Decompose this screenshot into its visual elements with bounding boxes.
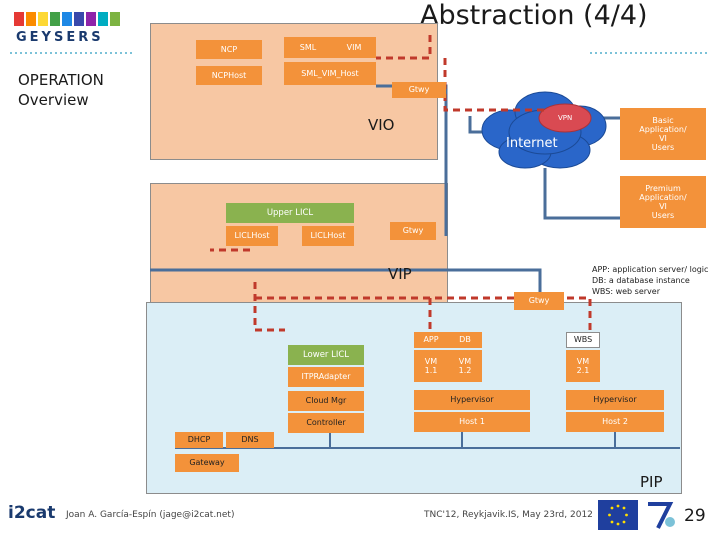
fp7-logo-icon	[644, 500, 678, 530]
gateway-box: Gateway	[175, 454, 239, 472]
dashed-vip-upper	[210, 226, 252, 252]
lower-licl-box: Lower LICL	[288, 345, 364, 365]
abbreviation-legend: APP: application server/ logic DB: a dat…	[592, 264, 720, 297]
wbs-label: WBS	[566, 332, 600, 348]
db-label: DB	[448, 332, 482, 348]
vm-1-1-box: VM 1.1	[414, 350, 448, 382]
line-vip-to-gtwy	[150, 268, 542, 298]
ncphost-box: NCPHost	[196, 66, 262, 85]
line-internet-to-premium	[543, 168, 620, 220]
vpn-label: VPN	[558, 114, 573, 122]
liclhost-box-2: LICLHost	[302, 226, 354, 246]
footer-author: Joan A. García-Espín (jage@i2cat.net)	[66, 510, 235, 520]
section-title: OPERATION Overview	[18, 71, 104, 109]
dhcp-box: DHCP	[175, 432, 223, 448]
premium-users-box: Premium Application/ VI Users	[620, 176, 706, 228]
internet-label: Internet	[506, 136, 558, 151]
vpn-blob	[538, 103, 592, 133]
vip-gtwy: Gtwy	[390, 222, 436, 240]
dashed-vpn-link	[443, 58, 548, 112]
geysers-logo: GEYSERS	[14, 12, 120, 44]
itpr-adapter-box: ITPRAdapter	[288, 367, 364, 387]
legend-line-app: APP: application server/ logic	[592, 265, 709, 274]
dashed-vio-to-vpn	[376, 35, 432, 60]
sml-vim-host-box: SML_VIM_Host	[284, 62, 376, 85]
vim-box: VIM	[332, 37, 376, 58]
ncp-box: NCP	[196, 40, 262, 59]
sml-box: SML	[284, 37, 332, 58]
controller-box: Controller	[288, 413, 364, 433]
hypervisor-2-box: Hypervisor	[566, 390, 664, 410]
basic-users-box: Basic Application/ VI Users	[620, 108, 706, 160]
host-2-box: Host 2	[566, 412, 664, 432]
decorative-dots-right	[590, 52, 710, 54]
footer-event: TNC'12, Reykjavik.IS, May 23rd, 2012	[424, 510, 593, 520]
host-1-box: Host 1	[414, 412, 530, 432]
legend-line-db: DB: a database instance	[592, 276, 690, 285]
app-label: APP	[414, 332, 448, 348]
vip-label: VIP	[388, 265, 412, 283]
i2cat-logo: i2cat	[8, 503, 56, 523]
legend-line-wbs: WBS: web server	[592, 287, 660, 296]
liclhost-box-1: LICLHost	[226, 226, 278, 246]
pip-label: PIP	[640, 473, 663, 491]
page-number: 29	[684, 506, 706, 526]
slide-title: Abstraction (4/4)	[420, 0, 648, 31]
cloud-mgr-box: Cloud Mgr	[288, 391, 364, 411]
dashed-vip-to-pip	[253, 282, 285, 332]
logo-text: GEYSERS	[16, 30, 104, 44]
dns-box: DNS	[226, 432, 274, 448]
vio-gtwy: Gtwy	[392, 82, 446, 98]
logo-rainbow-fan	[14, 12, 120, 26]
dashed-pip-top	[255, 296, 592, 340]
vm-2-1-box: VM 2.1	[566, 350, 600, 382]
decorative-dots-left	[10, 52, 135, 54]
pip-gtwy: Gtwy	[514, 292, 564, 310]
hypervisor-1-box: Hypervisor	[414, 390, 530, 410]
vm-1-2-box: VM 1.2	[448, 350, 482, 382]
line-vio-gateway	[376, 84, 448, 236]
eu-flag-icon	[598, 500, 638, 530]
vio-label: VIO	[368, 116, 395, 134]
upper-licl-box: Upper LICL	[226, 203, 354, 223]
internet-cloud	[481, 91, 607, 169]
